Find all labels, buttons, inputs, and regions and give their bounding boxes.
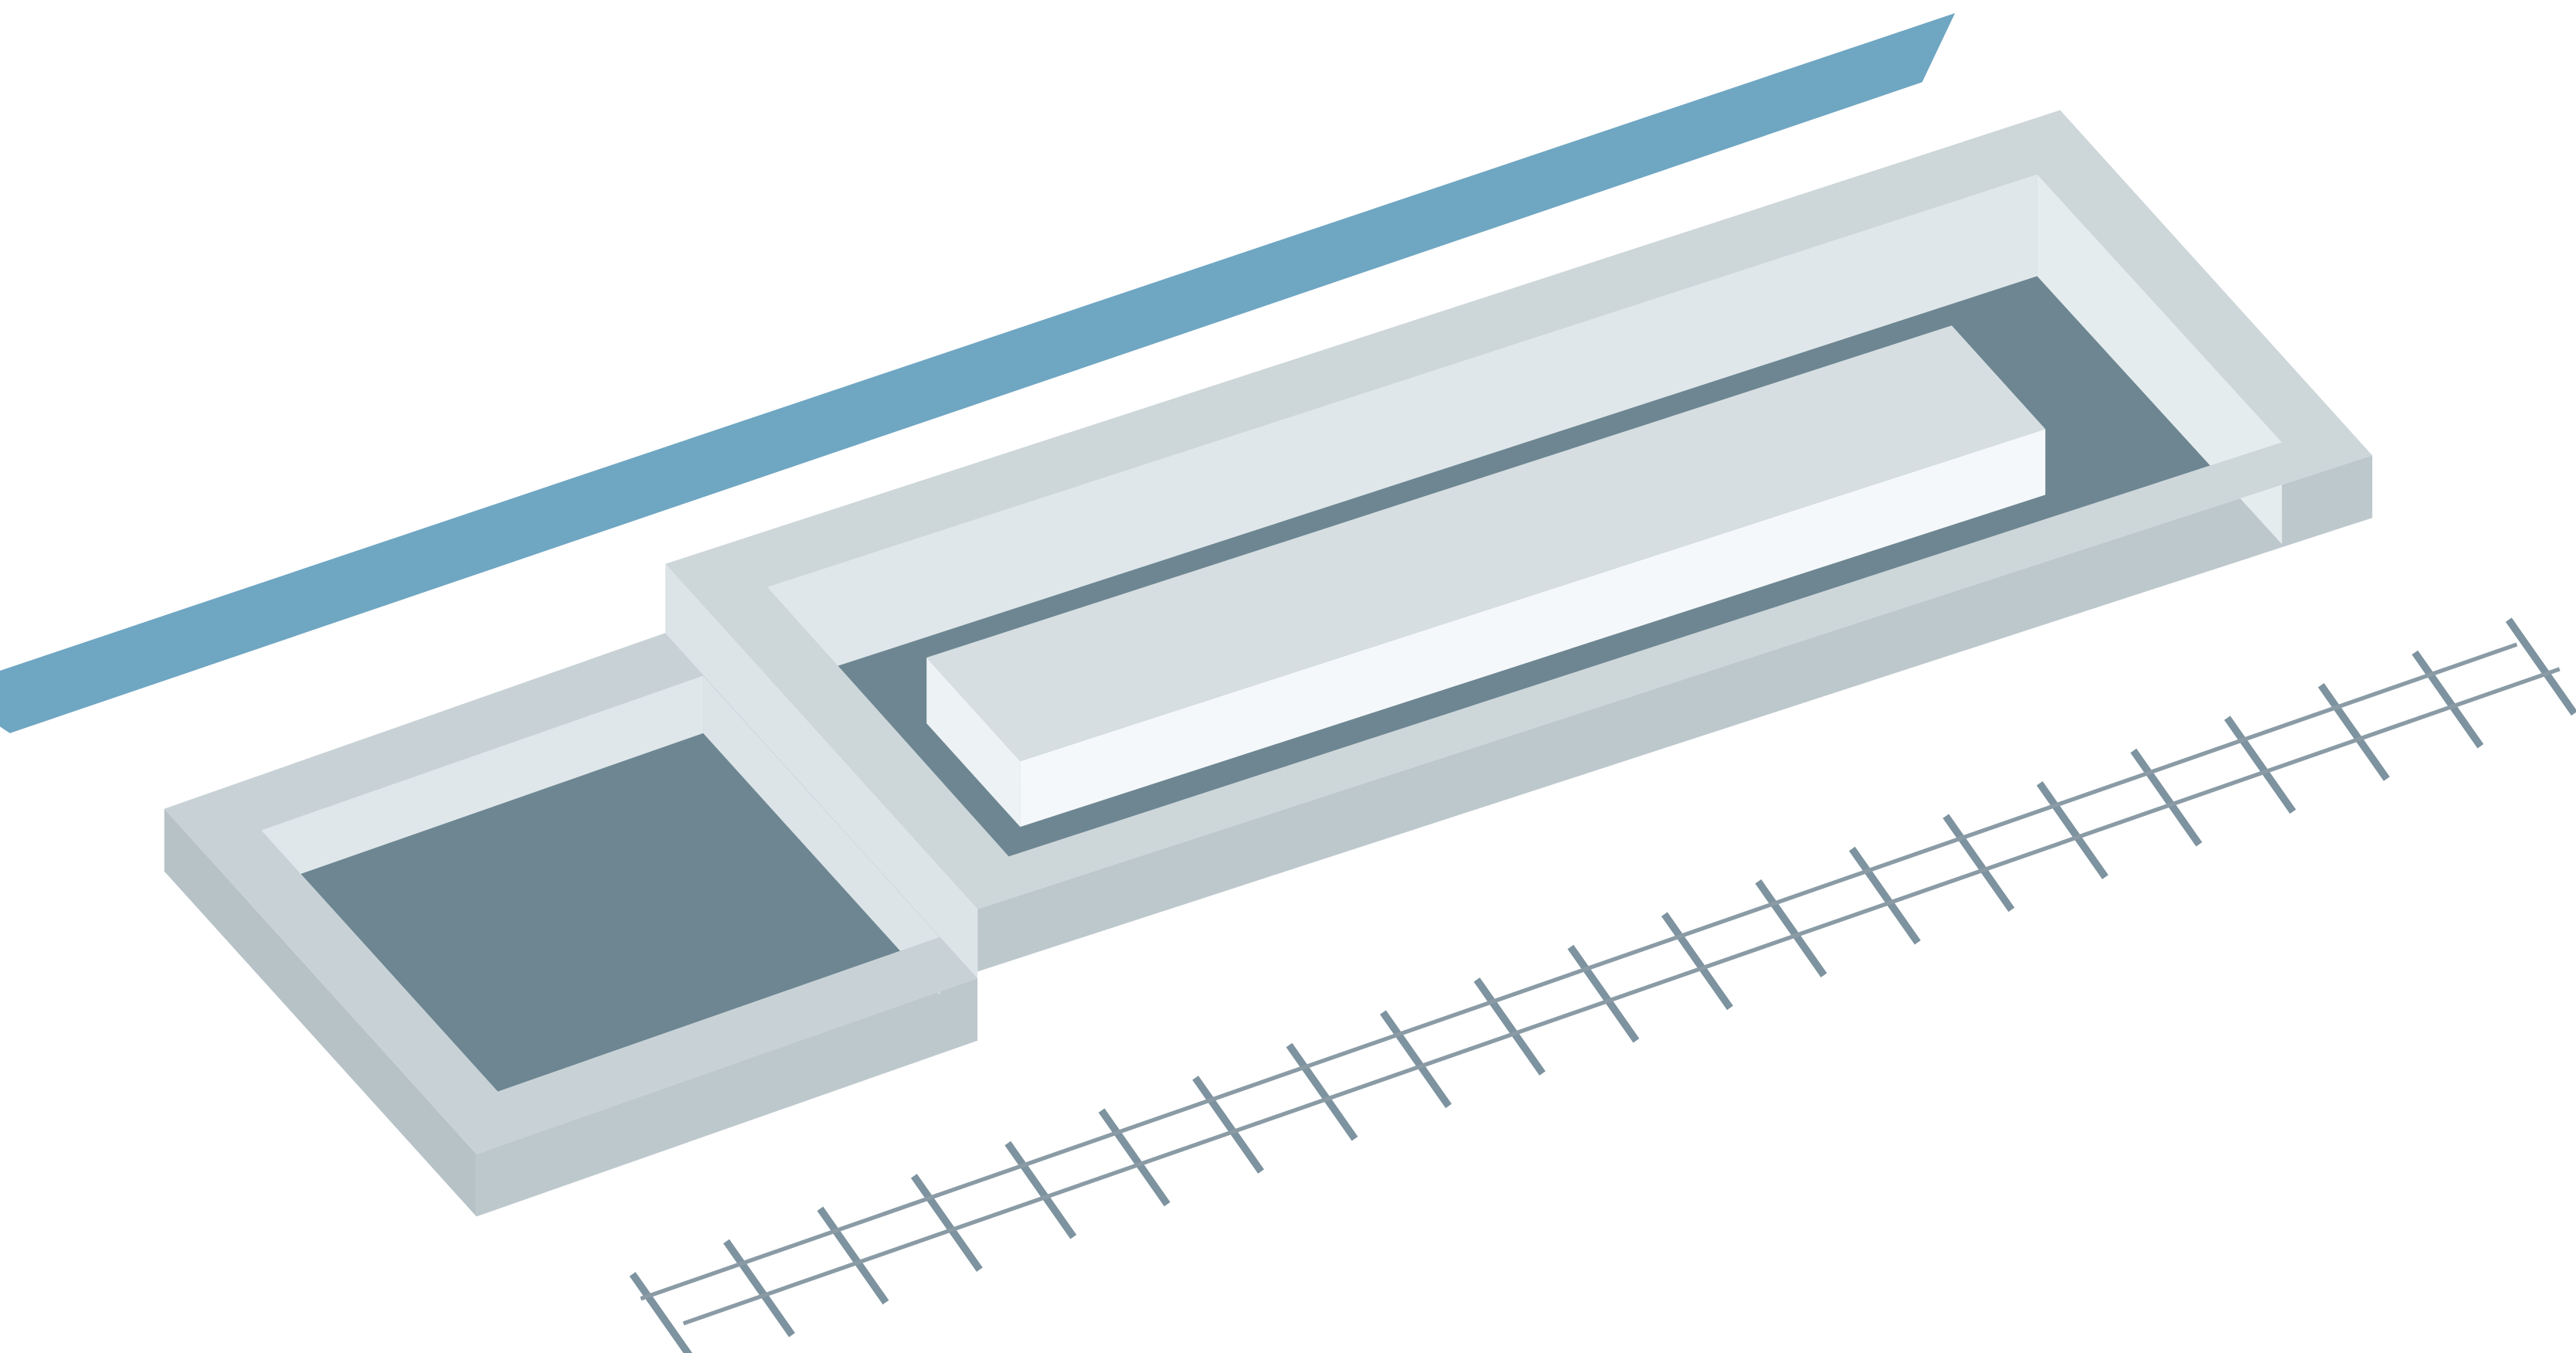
island-top xyxy=(926,325,2046,762)
railway-tie xyxy=(1192,1076,1265,1174)
railway-tie xyxy=(1567,944,1640,1043)
left-rim-top xyxy=(164,633,978,1154)
railway-tie xyxy=(2224,716,2296,814)
railway-tie xyxy=(817,1206,889,1305)
railway-tie xyxy=(723,1239,795,1338)
railway-tie xyxy=(1473,977,1546,1076)
channel-north-wall xyxy=(766,174,2037,689)
railway-tie xyxy=(2130,748,2203,847)
railway-track xyxy=(629,617,2576,1353)
railway-tie xyxy=(2318,683,2390,781)
railway-tie xyxy=(1098,1108,1171,1207)
railway-tie xyxy=(1379,1010,1452,1109)
platform-west-side-face xyxy=(164,808,477,1217)
railway-tie xyxy=(910,1174,983,1272)
rail-line-near xyxy=(682,667,2561,1326)
railway-tie xyxy=(2505,617,2576,716)
railway-tie xyxy=(2411,650,2484,749)
platform-right-front-face xyxy=(977,455,2373,972)
railway-tie xyxy=(1942,814,2015,913)
step-wall-lower-face xyxy=(703,675,940,995)
water-strip xyxy=(0,13,1956,733)
island-south-wall xyxy=(1020,429,2046,828)
railway-tie xyxy=(629,1272,693,1353)
channel-east-wall xyxy=(2037,174,2282,545)
railway-tie xyxy=(1755,879,1827,977)
left-basin-north-wall xyxy=(261,675,704,888)
railway-tie xyxy=(1849,846,1921,945)
step-wall-upper-face xyxy=(665,563,978,978)
railway-tie xyxy=(1004,1141,1077,1239)
island-west-wall xyxy=(926,658,1021,828)
railway-tie xyxy=(1661,912,1734,1011)
platform-left-front-face xyxy=(476,977,978,1217)
rail-line-far xyxy=(640,642,2518,1301)
railway-tie xyxy=(2036,781,2109,879)
railway-tie xyxy=(1286,1042,1358,1141)
